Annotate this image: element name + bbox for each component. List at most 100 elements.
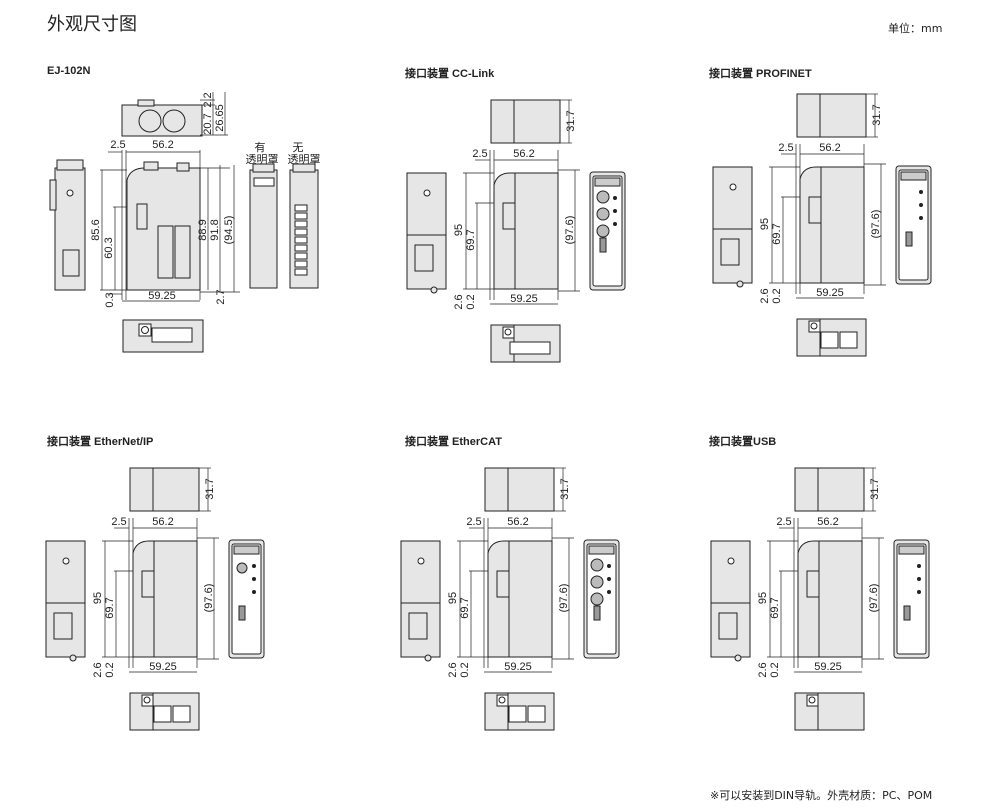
panel-title-ej-102n: EJ-102N (47, 65, 91, 77)
side-view-latch (502, 202, 516, 230)
side-view-window-right (174, 225, 191, 279)
dim-h3: (97.6) (870, 210, 882, 239)
screw-icon (504, 328, 512, 336)
dim-depth: 31.7 (204, 478, 216, 499)
dim-bottom-gap: 0.3 (104, 292, 116, 307)
dim-depth: 31.7 (565, 110, 577, 131)
dim-base: 59.25 (816, 287, 844, 299)
dim-h2: 69.7 (771, 223, 783, 244)
din-hook (430, 286, 438, 294)
label-with-cover: 有 (255, 140, 266, 154)
dim-h2: 69.7 (104, 597, 116, 618)
dim-b2: 0.2 (771, 288, 783, 303)
dim-top-b: 20.7 (202, 113, 214, 134)
terminal-6 (294, 244, 308, 252)
dim-b2: 0.2 (769, 662, 781, 677)
logo-mark (253, 177, 275, 187)
dim-offset: 2.5 (472, 148, 487, 160)
status-led (252, 564, 256, 568)
screw-icon (810, 322, 818, 330)
din-clip (62, 249, 80, 277)
panel-title-profinet: 接口装置 PROFINET (709, 68, 812, 80)
bottom-view-body (794, 692, 865, 731)
terminal-8 (294, 260, 308, 268)
usb-port (905, 231, 913, 247)
front-nocover-cap (292, 163, 316, 173)
dim-h1: 95 (759, 218, 771, 230)
rj45-port-2 (839, 331, 858, 349)
dim-width: 56.2 (513, 148, 534, 160)
dim-h3: (97.6) (558, 584, 570, 613)
dim-r2: 91.8 (209, 219, 221, 240)
front-panel (896, 543, 927, 655)
rj45-port-1 (508, 705, 527, 723)
dim-b2: 0.2 (459, 662, 471, 677)
top-view-tab (137, 99, 155, 107)
status-led (919, 216, 923, 220)
dim-h3: (97.6) (868, 584, 880, 613)
terminal-7 (294, 252, 308, 260)
rj45-port-2 (172, 705, 191, 723)
dim-h3: (97.6) (564, 216, 576, 245)
dim-offset: 2.5 (776, 516, 791, 528)
top-view-hole-left (138, 109, 162, 133)
panel-title-ethernet-ip: 接口装置 EtherNet/IP (47, 436, 154, 448)
top-view-body (796, 93, 867, 138)
dim-offset: 2.5 (110, 139, 125, 151)
status-led (607, 564, 611, 568)
status-led (917, 577, 921, 581)
dim-width: 56.2 (507, 516, 528, 528)
top-view-body (490, 99, 561, 144)
brand-strip (594, 177, 621, 187)
label-without-cover-2: 透明罩 (288, 153, 321, 166)
dim-h2: 60.3 (103, 237, 115, 258)
dim-h2: 69.7 (769, 597, 781, 618)
side-view-body (797, 540, 863, 658)
rj45-port-2 (527, 705, 546, 723)
status-led (919, 190, 923, 194)
terminal-9 (294, 268, 308, 276)
brand-strip (233, 545, 260, 555)
side-view-latch (806, 570, 820, 598)
rotary-switch (590, 592, 604, 606)
left-view-clip (49, 179, 57, 211)
label-without-cover: 无 (293, 142, 304, 154)
terminal-block (509, 341, 551, 355)
brand-strip (898, 545, 925, 555)
side-view-connector (176, 162, 190, 172)
top-view-body (121, 104, 203, 137)
panel-title-cc-link: 接口装置 CC-Link (405, 68, 495, 80)
top-view-body (129, 467, 200, 512)
terminal-3 (294, 220, 308, 228)
terminal-1 (294, 204, 308, 212)
status-led (607, 590, 611, 594)
front-panel (231, 543, 262, 655)
din-clip (408, 612, 428, 640)
dim-base: 59.25 (148, 290, 176, 302)
top-view-body (794, 467, 865, 512)
dim-width: 56.2 (152, 516, 173, 528)
dim-b1: 2.6 (92, 662, 104, 677)
usb-port (903, 605, 911, 621)
rotary-switch (596, 190, 610, 204)
din-hook (69, 654, 77, 662)
din-clip (414, 244, 434, 272)
dim-b1: 2.6 (759, 288, 771, 303)
side-view-body (493, 172, 559, 290)
status-led (252, 590, 256, 594)
dim-b1: 2.6 (757, 662, 769, 677)
rotary-switch (596, 224, 610, 238)
footnote: ※可以安装到DIN导轨。外壳材质：PC、POM (710, 789, 933, 802)
side-view-top-tab (143, 161, 159, 171)
dim-h1: 95 (447, 592, 459, 604)
status-led (917, 590, 921, 594)
dim-r3: (94.5) (223, 216, 235, 245)
din-clip (53, 612, 73, 640)
screw-icon (417, 557, 425, 565)
dim-h2: 69.7 (465, 229, 477, 250)
dim-width: 56.2 (819, 142, 840, 154)
dim-h1: 95 (453, 224, 465, 236)
dim-h2: 69.7 (459, 597, 471, 618)
usb-port (593, 605, 601, 621)
